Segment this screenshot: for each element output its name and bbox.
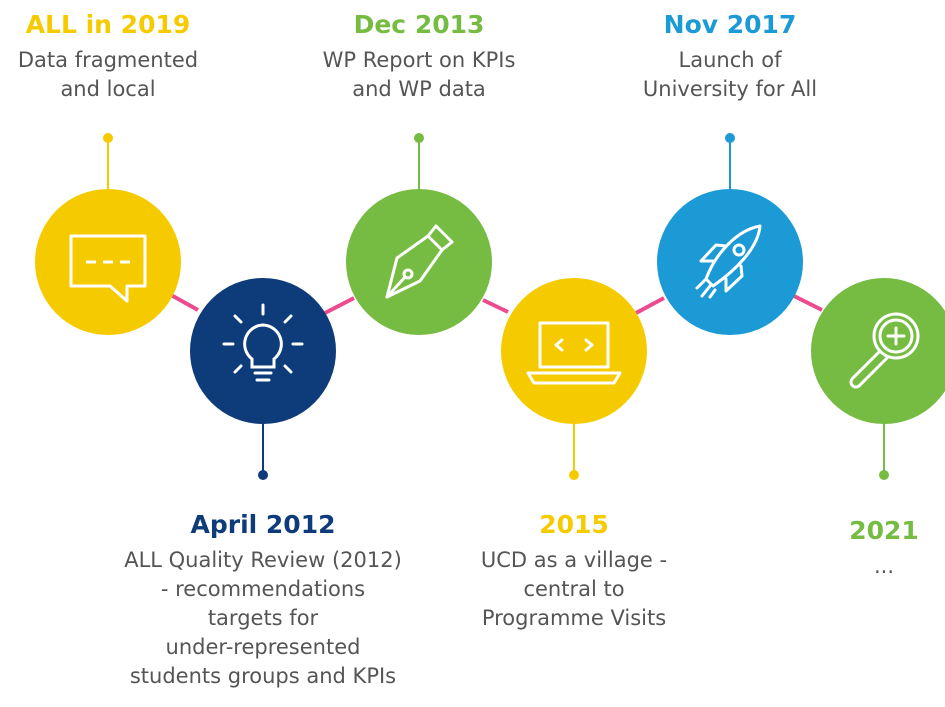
event-description: ... (873, 554, 895, 578)
event-description: ALL Quality Review (2012)- recommendatio… (124, 548, 402, 688)
event-label-6: 2021 ... (834, 516, 934, 581)
event-date: Nov 2017 (663, 10, 797, 39)
event-date: April 2012 (190, 510, 336, 539)
magnifier-icon (849, 312, 920, 389)
connector-lines (170, 293, 823, 315)
chat-bubble-icon (69, 234, 147, 303)
rocket-icon (695, 224, 762, 299)
event-node-1 (35, 189, 181, 335)
pen-nib-icon (385, 224, 454, 299)
event-date: 2021 (849, 516, 919, 545)
event-node-5 (657, 189, 803, 335)
event-date: ALL in 2019 (25, 10, 191, 39)
laptop-code-icon (526, 321, 622, 385)
event-node-2 (190, 278, 336, 424)
event-node-4 (501, 278, 647, 424)
event-node-6 (811, 278, 945, 424)
event-date: Dec 2013 (353, 10, 485, 39)
event-label-2: April 2012 ALL Quality Review (2012)- re… (108, 510, 418, 691)
event-node-3 (346, 189, 492, 335)
stems (103, 133, 889, 480)
lightbulb-icon (222, 303, 304, 382)
event-date: 2015 (539, 510, 609, 539)
